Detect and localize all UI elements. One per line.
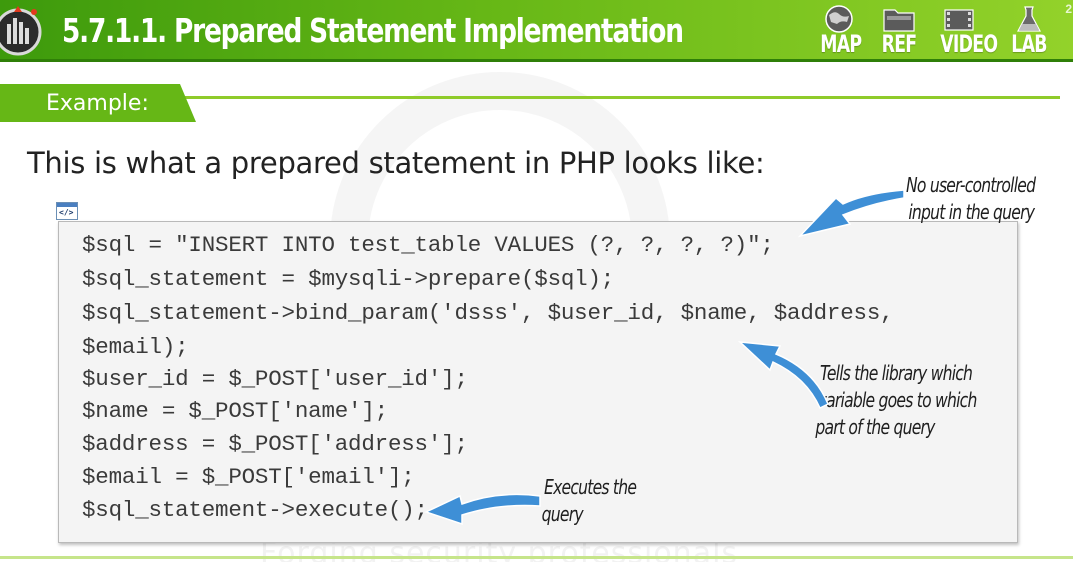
annotation-no-user-input: No user-controlled input in the query <box>906 173 1036 224</box>
code-line: $sql_statement->bind_param('dsss', $user… <box>82 300 894 326</box>
nav-lab-label: LAB <box>1011 30 1047 58</box>
film-icon <box>944 9 974 31</box>
code-line: $email); <box>82 334 189 360</box>
annotation-executes: Executes the query <box>541 475 637 526</box>
folder-icon <box>883 9 915 32</box>
section-tab <box>0 84 196 122</box>
nav-video-button[interactable]: VIDEO <box>933 0 998 62</box>
code-line: $sql_statement->execute(); <box>82 497 428 523</box>
nav-ref-button[interactable]: REF <box>873 0 925 62</box>
nav-map-button[interactable]: MAP <box>813 0 865 62</box>
code-icon-label: </> <box>59 208 74 217</box>
nav-lab-button[interactable]: LAB <box>1003 0 1055 62</box>
flask-icon <box>1017 6 1041 32</box>
page-number: 2 <box>1065 2 1072 16</box>
code-line: $user_id = $_POST['user_id']; <box>82 366 468 392</box>
section-label: Example: <box>46 91 149 116</box>
code-line: $address = $_POST['address']; <box>82 431 468 457</box>
footer-divider <box>0 556 1073 559</box>
annotation-tells-library: Tells the library which variable goes to… <box>815 361 977 439</box>
code-line: $sql_statement = $mysqli->prepare($sql); <box>82 266 615 292</box>
nav-ref-label: REF <box>881 30 917 58</box>
code-line: $email = $_POST['email']; <box>82 464 415 490</box>
code-line: $name = $_POST['name']; <box>82 398 388 424</box>
code-line: $sql = "INSERT INTO test_table VALUES (?… <box>82 232 774 258</box>
globe-icon <box>825 5 853 33</box>
nav-map-label: MAP <box>820 30 862 58</box>
slide-header: 5.7.1.1. Prepared Statement Implementati… <box>0 0 1073 62</box>
code-block <box>58 221 1018 543</box>
company-logo-icon <box>0 6 42 56</box>
code-icon: </> <box>56 202 78 220</box>
intro-text: This is what a prepared statement in PHP… <box>27 146 765 180</box>
section-divider <box>0 96 1060 99</box>
nav-video-label: VIDEO <box>940 30 998 58</box>
page-title: 5.7.1.1. Prepared Statement Implementati… <box>62 11 684 50</box>
